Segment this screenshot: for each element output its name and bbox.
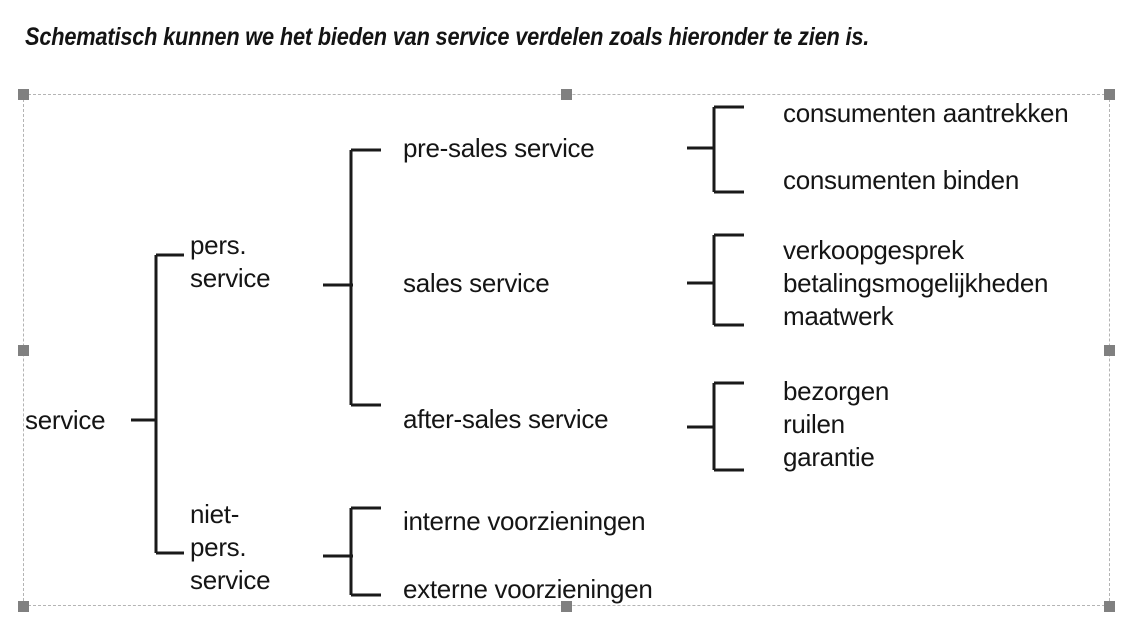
resize-handle-s[interactable] <box>561 601 572 612</box>
resize-handle-se[interactable] <box>1104 601 1115 612</box>
node-bezorgen[interactable]: bezorgen <box>783 376 890 406</box>
node-pers-service[interactable]: pers. service <box>190 230 271 293</box>
node-ruilen[interactable]: ruilen <box>783 409 845 439</box>
node-interne-voorzieningen[interactable]: interne voorzieningen <box>403 506 646 536</box>
node-after-sales-service[interactable]: after-sales service <box>403 404 609 434</box>
resize-handle-e[interactable] <box>1104 345 1115 356</box>
node-betalingsmogelijkheden[interactable]: betalingsmogelijkheden <box>783 268 1049 298</box>
selection-frame <box>23 94 1110 606</box>
node-garantie[interactable]: garantie <box>783 442 875 472</box>
node-niet-pers-service[interactable]: niet- pers. service <box>190 499 271 595</box>
node-service-root[interactable]: service <box>25 405 106 435</box>
intro-paragraph: Schematisch kunnen we het bieden van ser… <box>25 23 870 51</box>
resize-handle-nw[interactable] <box>18 89 29 100</box>
tree-connector-lines <box>131 105 744 597</box>
resize-handle-sw[interactable] <box>18 601 29 612</box>
node-externe-voorzieningen[interactable]: externe voorzieningen <box>403 574 653 604</box>
node-maatwerk[interactable]: maatwerk <box>783 301 894 331</box>
resize-handle-ne[interactable] <box>1104 89 1115 100</box>
node-pre-sales-service[interactable]: pre-sales service <box>403 133 595 163</box>
node-sales-service[interactable]: sales service <box>403 268 550 298</box>
node-consumenten-binden[interactable]: consumenten binden <box>783 165 1020 195</box>
diagram-object[interactable]: service pers. service niet- pers. servic… <box>18 89 1115 612</box>
resize-handle-w[interactable] <box>18 345 29 356</box>
resize-handle-n[interactable] <box>561 89 572 100</box>
node-consumenten-aantrekken[interactable]: consumenten aantrekken <box>783 98 1069 128</box>
node-verkoopgesprek[interactable]: verkoopgesprek <box>783 235 964 265</box>
